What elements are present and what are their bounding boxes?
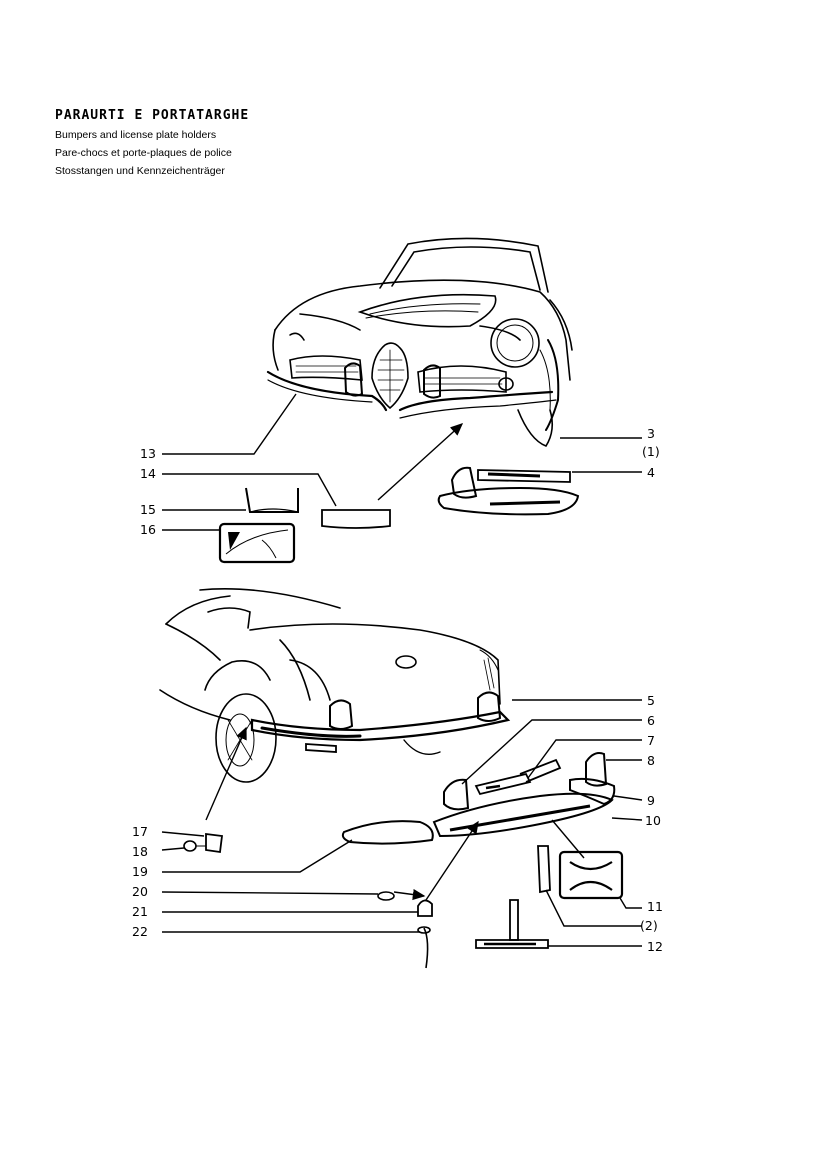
callout-10: 10 — [645, 813, 661, 828]
callout-22: 22 — [132, 924, 148, 939]
callout-14: 14 — [140, 466, 156, 481]
callout-7: 7 — [647, 733, 655, 748]
callout-15: 15 — [140, 502, 156, 517]
callout-12: 12 — [647, 939, 663, 954]
callout-4: 4 — [647, 465, 655, 480]
callout-9: 9 — [647, 793, 655, 808]
subtitle-english: Bumpers and license plate holders — [55, 129, 217, 141]
callout-2: (2) — [640, 918, 658, 933]
callout-17: 17 — [132, 824, 148, 839]
rear-bumper-end — [569, 777, 616, 806]
page-title: PARAURTI E PORTATARGHE — [55, 108, 250, 123]
front-overrider — [450, 466, 478, 499]
front-bumper-bracket — [477, 469, 571, 483]
front-parts — [218, 466, 580, 564]
front-car-illustration — [266, 237, 573, 447]
wire-cable — [423, 927, 429, 969]
callout-13: 13 — [140, 446, 156, 461]
lamp-part — [205, 832, 224, 854]
rear-bumper-left-section — [341, 820, 434, 845]
callout-1: (1) — [642, 444, 660, 459]
front-bumper-section — [437, 486, 580, 516]
callout-8: 8 — [647, 753, 655, 768]
front-plate-holder — [321, 509, 391, 529]
callout-20: 20 — [132, 884, 148, 899]
callout-21: 21 — [132, 904, 148, 919]
rear-parts — [183, 752, 624, 969]
subtitle-german: Stosstangen und Kennzeichenträger — [55, 165, 225, 177]
callout-18: 18 — [132, 844, 148, 859]
subtitle-french: Pare-chocs et porte-plaques de police — [55, 147, 232, 159]
plate-mount-bracket — [245, 487, 299, 513]
plate-bracket-base — [475, 939, 549, 949]
lamp-bulb — [183, 840, 197, 852]
callout-labels: 13 14 15 16 3 (1) 4 5 6 7 8 9 10 11 (2) … — [132, 426, 663, 954]
rear-plate-holder — [558, 850, 624, 900]
plate-support-strip — [537, 845, 551, 894]
callout-16: 16 — [140, 522, 156, 537]
callout-6: 6 — [647, 713, 655, 728]
license-plate — [218, 522, 296, 564]
rear-bumper-bracket — [474, 772, 532, 796]
callout-19: 19 — [132, 864, 148, 879]
rear-car-illustration — [159, 588, 511, 783]
grommet — [377, 891, 395, 901]
rear-overrider — [443, 778, 470, 811]
callout-3: 3 — [647, 426, 655, 441]
lamp-housing — [417, 899, 433, 917]
callout-11: 11 — [647, 899, 663, 914]
callout-5: 5 — [647, 693, 655, 708]
leader-lines — [161, 393, 643, 947]
header-block: PARAURTI E PORTATARGHE Bumpers and licen… — [55, 108, 249, 183]
